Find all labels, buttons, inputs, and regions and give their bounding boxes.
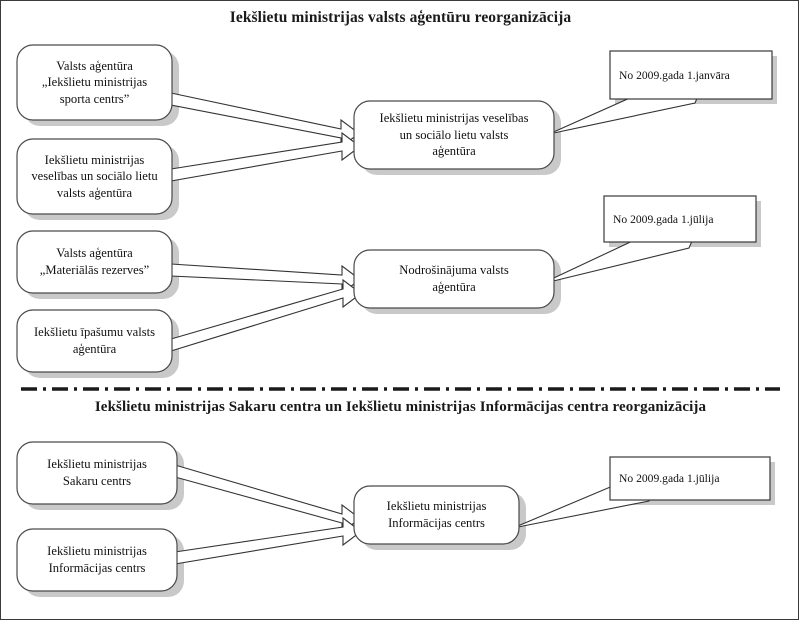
arrow-source4-to-target2 — [170, 278, 362, 352]
node-shape-layer — [16, 44, 555, 592]
node-shape-source-6 — [16, 528, 178, 592]
node-source-6-line-2: Informācijas centrs — [48, 561, 146, 575]
node-source-6-line-1: Iekšlietu ministrijas — [47, 544, 147, 559]
node-target-2-line-1: Nodrošinājuma valsts — [399, 263, 509, 278]
node-target-1-line-3: aģentūra — [432, 144, 476, 159]
arrow-source6-to-target3 — [174, 516, 362, 565]
node-source-3-line-1: Valsts aģentūra — [56, 246, 133, 261]
node-source-3[interactable]: Valsts aģentūra „Materiālās rezerves” — [17, 231, 172, 293]
node-shape-source-2 — [16, 138, 173, 215]
node-source-1-line-1: Valsts aģentūra — [56, 58, 133, 73]
node-shape-source-5 — [16, 441, 178, 505]
node-source-2[interactable]: Iekšlietu ministrijas veselības un sociā… — [17, 139, 172, 214]
node-target-3[interactable]: Iekšlietu ministrijas Informācijas centr… — [354, 486, 519, 544]
node-target-2[interactable]: Nodrošinājuma valsts aģentūra — [354, 250, 554, 308]
note-2-text: No 2009.gada 1.jūlija — [613, 212, 714, 226]
note-3-text: No 2009.gada 1.jūlija — [619, 472, 720, 485]
arrow-source2-to-target1 — [170, 131, 361, 182]
node-shape-source-4 — [16, 309, 173, 373]
node-source-1[interactable]: Valsts aģentūra „Iekšlietu ministrijas s… — [17, 45, 172, 120]
page-title-bottom: Iekšlietu ministrijas Sakaru centra un I… — [94, 399, 707, 415]
node-source-5-line-1: Iekšlietu ministrijas — [47, 457, 147, 472]
node-shape-source-1 — [16, 44, 173, 121]
node-target-3-line-2: Informācijas centrs — [388, 516, 485, 530]
node-source-6[interactable]: Iekšlietu ministrijas Informācijas centr… — [17, 529, 177, 591]
node-target-2-line-2: aģentūra — [432, 280, 476, 294]
node-target-1[interactable]: Iekšlietu ministrijas veselības un sociā… — [354, 101, 554, 169]
node-source-4-line-1: Iekšlietu īpašumu valsts — [33, 325, 156, 340]
node-shape-target-1 — [353, 100, 555, 170]
note-shape-3 — [609, 456, 771, 501]
node-target-1-line-1: Iekšlietu ministrijas veselības — [379, 111, 529, 126]
node-target-3-line-1: Iekšlietu ministrijas — [386, 499, 487, 514]
node-source-3-line-2: „Materiālās rezerves” — [39, 263, 150, 277]
node-source-1-line-2: „Iekšlietu ministrijas — [41, 75, 148, 90]
node-shape-target-2 — [353, 249, 555, 309]
node-source-2-line-2: veselības un sociālo lietu — [31, 169, 158, 184]
page-title-top: Iekšlietu ministrijas valsts aģentūru re… — [229, 9, 572, 26]
note-2[interactable]: No 2009.gada 1.jūlija — [604, 196, 756, 242]
node-source-1-line-3: sporta centrs” — [59, 91, 130, 106]
note-1-text: No 2009.gada 1.janvāra — [619, 68, 730, 82]
note-shape-layer — [603, 50, 773, 501]
node-source-5[interactable]: Iekšlietu ministrijas Sakaru centrs — [17, 442, 177, 504]
node-shape-source-3 — [16, 230, 173, 294]
node-source-4[interactable]: Iekšlietu īpašumu valsts aģentūra — [17, 310, 172, 372]
note-shape-2 — [603, 195, 757, 243]
node-target-1-line-2: un sociālo lietu valsts — [399, 127, 509, 142]
node-source-5-line-2: Sakaru centrs — [62, 474, 132, 488]
node-source-2-line-3: valsts aģentūra — [56, 185, 133, 200]
note-1[interactable]: No 2009.gada 1.janvāra — [610, 51, 772, 99]
node-shape-target-3 — [353, 485, 520, 545]
node-source-4-line-2: aģentūra — [72, 342, 117, 356]
node-source-2-line-1: Iekšlietu ministrijas — [44, 152, 145, 167]
note-shape-1 — [609, 50, 773, 100]
note-3[interactable]: No 2009.gada 1.jūlija — [610, 457, 770, 500]
